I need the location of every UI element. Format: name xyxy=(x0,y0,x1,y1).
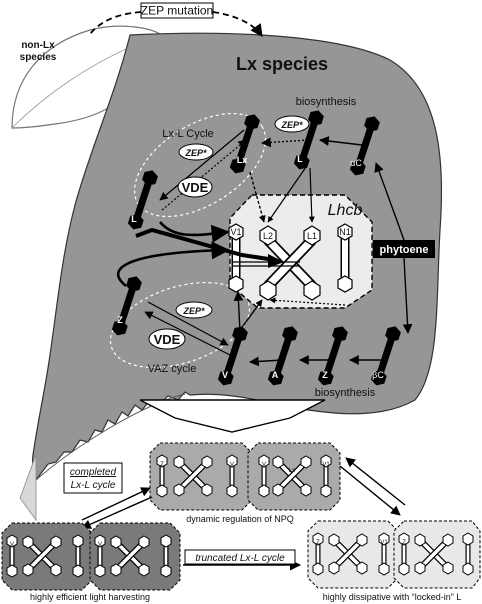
pigment-lx-label: Lx xyxy=(237,155,248,165)
arrow-lx-l-vde xyxy=(159,129,245,201)
arrow-npq-dissipative xyxy=(339,465,401,516)
biosynthesis-bottom-label: biosynthesis xyxy=(315,387,376,399)
truncated-box xyxy=(184,549,296,565)
dis-z2: Z xyxy=(402,540,406,546)
lhcb-label: Lhcb xyxy=(328,202,363,219)
npq-lx: Lx xyxy=(289,468,295,474)
pigment-bc-label: βC xyxy=(372,370,384,380)
completed-label-2: Lx-L cycle xyxy=(71,480,116,491)
npq-module-left xyxy=(149,442,253,511)
arrow-z-v-zep xyxy=(147,301,229,346)
completed-label-1: completed xyxy=(70,467,117,478)
npq-v2: V xyxy=(262,462,266,468)
arrow-phytoene-bc xyxy=(402,257,413,334)
lhcb-l-cross xyxy=(259,225,321,301)
zep-star-vaz: ZEP* xyxy=(182,306,205,316)
pigment-v-cycle-label: V xyxy=(222,370,228,380)
dissipative-caption: highly dissipative with “locked-in” L xyxy=(323,592,462,602)
pigment-a-label: A xyxy=(272,370,279,380)
dis-z: Z xyxy=(316,540,320,546)
completed-box xyxy=(63,462,123,494)
phytoene-label: phytoene xyxy=(380,244,429,256)
lhcb-l1-label: L1 xyxy=(307,231,317,241)
arrow-l-v1 xyxy=(159,221,230,243)
pigment-z-bio-label: Z xyxy=(322,370,328,380)
arrow-lhcb-vaz xyxy=(269,297,346,306)
arrow-v-l xyxy=(239,299,263,331)
pigment-z-cycle-label: Z xyxy=(117,315,123,325)
arrow-lx-l2 xyxy=(249,171,266,223)
arrow-l-l2 xyxy=(267,166,307,223)
npq-v1: V1 xyxy=(322,462,330,468)
lhcb-n1 xyxy=(337,223,353,293)
pigment-ac-label: αC xyxy=(350,158,362,168)
lxl-cycle-label: Lx-L Cycle xyxy=(162,128,214,140)
zep-mutation-box xyxy=(140,2,214,19)
zep-arrow-left xyxy=(89,11,142,35)
lhcb-l2-label: L2 xyxy=(263,231,273,241)
arrow-ac-l xyxy=(319,136,363,146)
npq-v: V xyxy=(230,462,234,468)
vde-lxl: VDE xyxy=(182,180,209,195)
efficient-caption: highly efficient light harvesting xyxy=(30,592,150,602)
eff-v: V xyxy=(10,542,14,548)
zep-star-lxl: ZEP* xyxy=(184,148,207,158)
biosynthesis-top-label: biosynthesis xyxy=(296,96,357,108)
arrow-npq-efficient xyxy=(81,496,153,529)
arrow-thick xyxy=(135,227,276,262)
phytoene-box xyxy=(373,240,435,258)
arrow-z-lhcb xyxy=(117,241,230,288)
arrow-a-v xyxy=(249,356,283,367)
zep-mutation-label: ZEP mutation xyxy=(141,4,213,18)
dis-v1: V1 xyxy=(380,540,388,546)
lhcb-v1-label: V1 xyxy=(230,227,241,237)
vde-vaz: VDE xyxy=(154,332,181,347)
funnel-arrow xyxy=(139,399,326,433)
vaz-cycle-label: VAZ cycle xyxy=(148,363,197,375)
lhcb-n1-label: N1 xyxy=(339,227,351,237)
arrow-v-z-vde xyxy=(144,311,233,357)
pigment-l-cycle-label: L xyxy=(131,214,137,224)
arrow-efficient-npq xyxy=(81,487,151,521)
truncated-label: truncated Lx-L cycle xyxy=(195,553,285,564)
npq-caption: dynamic regulation of NPQ xyxy=(186,514,294,524)
non-lx-label-1: non-Lx xyxy=(21,40,55,51)
pigment-l-top-label: L xyxy=(297,154,303,164)
zep-arrow-right xyxy=(212,11,263,38)
npq-z: Z xyxy=(160,462,164,468)
non-lx-label-2: species xyxy=(20,52,57,63)
arrow-dissipative-npq xyxy=(345,457,406,506)
arrow-l-l1 xyxy=(308,167,315,223)
zep-star-top: ZEP* xyxy=(280,120,303,130)
arrow-phytoene-ac xyxy=(374,162,405,241)
eff-v2: V xyxy=(98,542,102,548)
vaz-cycle-ellipse xyxy=(109,281,251,369)
arrow-v-v1 xyxy=(233,291,244,333)
lx-species-title: Lx species xyxy=(236,54,328,74)
